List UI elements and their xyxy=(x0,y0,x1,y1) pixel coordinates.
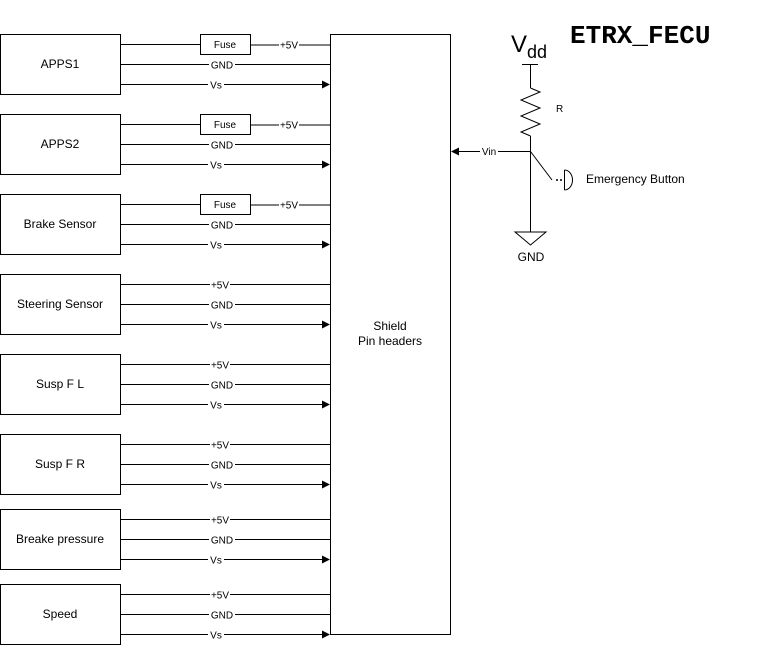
push-button-icon xyxy=(564,169,573,191)
vdd-label: Vdd xyxy=(511,31,547,62)
ground-label: GND xyxy=(211,536,233,547)
resistor-label: R xyxy=(556,104,563,115)
sensor-label: Brake Sensor xyxy=(24,217,97,231)
sensor-box xyxy=(0,114,121,175)
sensor-label: APPS1 xyxy=(41,57,80,71)
resistor-symbol xyxy=(519,87,542,137)
ground-symbol xyxy=(513,231,548,246)
ground-label: GND xyxy=(211,61,233,72)
ground-label: GND xyxy=(211,141,233,152)
ground-label: GND xyxy=(211,611,233,622)
sensor-row-5: Susp F R +5V GND Vs xyxy=(0,434,330,495)
sensor-box xyxy=(0,354,121,415)
ground-label: GND xyxy=(211,221,233,232)
fuse-label: Fuse xyxy=(214,40,237,51)
sensor-row-6: Breake pressure +5V GND Vs xyxy=(0,509,330,570)
power-label: +5V xyxy=(280,41,298,52)
emergency-button-label: Emergency Button xyxy=(586,172,685,186)
power-label: +5V xyxy=(211,516,229,527)
sensor-row-1: APPS2 Fuse +5V GND Vs xyxy=(0,114,330,175)
power-label: +5V xyxy=(211,281,229,292)
power-label: +5V xyxy=(211,361,229,372)
diagram-title: ETRX_FECU xyxy=(570,21,710,51)
fuse-label: Fuse xyxy=(214,120,237,131)
signal-label: Vs xyxy=(210,321,222,332)
sensor-box xyxy=(0,34,121,95)
sensor-row-7: Speed +5V GND Vs xyxy=(0,584,330,645)
sensor-box xyxy=(0,509,121,570)
signal-label: Vs xyxy=(210,81,222,92)
sensor-label: Susp F R xyxy=(35,457,85,471)
sensor-label: Susp F L xyxy=(36,377,84,391)
switch-lever xyxy=(530,151,553,181)
emergency-button-circuit: Vdd R Vin Emergency Button GND xyxy=(451,31,685,264)
sensor-label: Speed xyxy=(43,607,78,621)
shield-label-line2: Pin headers xyxy=(358,334,422,348)
signal-label: Vs xyxy=(210,556,222,567)
sensor-row-3: Steering Sensor +5V GND Vs xyxy=(0,274,330,335)
sensor-row-2: Brake Sensor Fuse +5V GND Vs xyxy=(0,194,330,255)
signal-label: Vs xyxy=(210,631,222,642)
signal-label: Vs xyxy=(210,241,222,252)
power-label: +5V xyxy=(211,441,229,452)
sensor-row-4: Susp F L +5V GND Vs xyxy=(0,354,330,415)
shield-label-line1: Shield xyxy=(373,319,406,333)
sensor-box xyxy=(0,274,121,335)
signal-label: Vs xyxy=(210,401,222,412)
shield-block: Shield Pin headers xyxy=(330,34,451,635)
vin-label: Vin xyxy=(482,147,496,158)
sensor-label: Breake pressure xyxy=(16,532,104,546)
sensor-label: Steering Sensor xyxy=(17,297,103,311)
ground-label: GND xyxy=(211,461,233,472)
ground-label: GND xyxy=(211,381,233,392)
signal-label: Vs xyxy=(210,161,222,172)
sensor-label: APPS2 xyxy=(41,137,80,151)
sensor-box xyxy=(0,434,121,495)
power-label: +5V xyxy=(280,201,298,212)
signal-label: Vs xyxy=(210,481,222,492)
sensor-box xyxy=(0,194,121,255)
ground-label: GND xyxy=(211,301,233,312)
power-label: +5V xyxy=(280,121,298,132)
switch-contact-dot xyxy=(556,179,558,181)
sensor-box xyxy=(0,584,121,645)
fuse-label: Fuse xyxy=(214,200,237,211)
ground-label: GND xyxy=(518,250,545,264)
power-label: +5V xyxy=(211,591,229,602)
sensor-rows: APPS1Fuse+5VGNDVsAPPS2Fuse+5VGNDVsBrake … xyxy=(0,34,330,645)
sensor-row-0: APPS1 Fuse +5V GND Vs xyxy=(0,34,330,95)
